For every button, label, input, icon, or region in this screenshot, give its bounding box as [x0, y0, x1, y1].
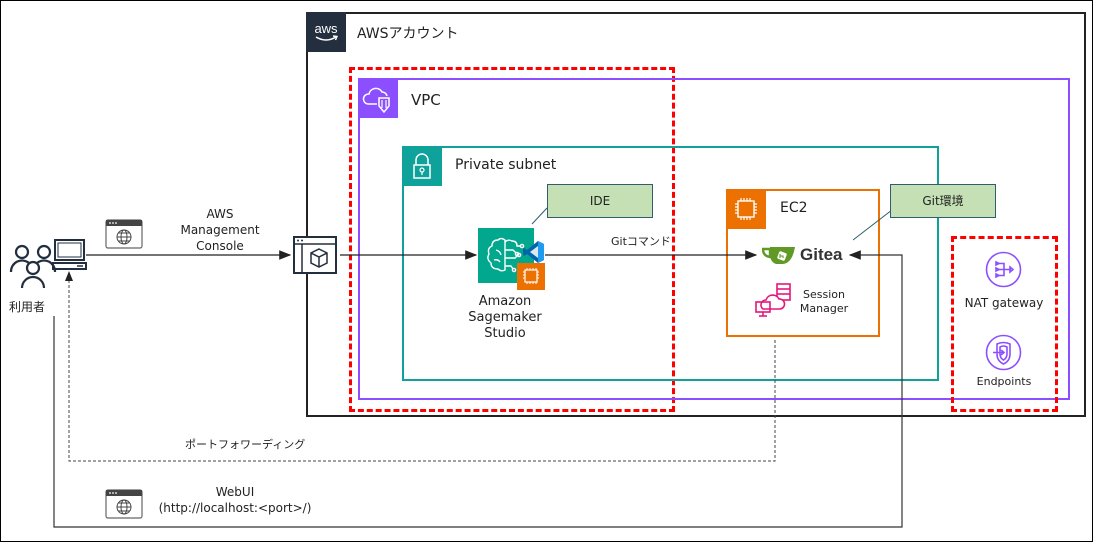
private-subnet-group	[402, 146, 939, 381]
webui-label: WebUI (http://localhost:<port>/)	[150, 484, 320, 516]
aws-logo-icon: aws	[306, 12, 346, 52]
port-forwarding-label: ポートフォワーディング	[185, 438, 306, 451]
nat-gateway-icon	[985, 251, 1022, 288]
sagemaker-label: Amazon Sagemaker Studio	[460, 294, 550, 342]
nat-gateway-label: NAT gateway	[964, 296, 1044, 310]
console-label-line-2: Management	[180, 223, 260, 237]
vpc-label: VPC	[411, 91, 441, 109]
ec2-instance-small-icon	[517, 263, 545, 290]
line-webui-path	[53, 250, 903, 528]
session-manager-label: Session Manager	[795, 288, 853, 316]
note-ide: IDE	[547, 184, 653, 218]
git-command-label: Gitコマンド	[611, 235, 671, 248]
highlight-box-network	[951, 236, 1058, 412]
note-connector-ide	[531, 207, 548, 225]
ec2-chip-icon	[726, 189, 766, 229]
computer-icon	[52, 238, 87, 271]
console-label: AWS Management Console	[165, 206, 275, 254]
gitea-teacup-icon	[761, 244, 796, 266]
ec2-group	[726, 189, 880, 337]
vscode-icon	[523, 240, 545, 264]
vpc-group	[358, 78, 1070, 400]
console-label-line-3: Console	[196, 239, 244, 253]
session-manager-label-line-2: Manager	[799, 302, 849, 315]
aws-account-group	[306, 12, 1086, 417]
browser-globe-icon-webui	[105, 489, 143, 519]
users-icon	[8, 242, 58, 292]
sagemaker-label-line-3: Studio	[484, 326, 526, 341]
aws-account-label: AWSアカウント	[357, 26, 459, 42]
line-port-forwarding	[65, 271, 776, 462]
sagemaker-label-line-1: Amazon	[478, 294, 532, 309]
browser-globe-icon	[105, 219, 143, 249]
sagemaker-label-line-2: Sagemaker	[468, 310, 542, 325]
console-endpoint-icon	[293, 236, 337, 274]
endpoints-label: Endpoints	[976, 375, 1032, 388]
note-connector-git	[852, 209, 893, 241]
console-label-line-1: AWS	[206, 207, 234, 221]
session-manager-icon	[755, 283, 795, 319]
webui-label-line-2: (http://localhost:<port>/)	[158, 501, 312, 515]
vpc-cloud-shield-icon	[358, 78, 398, 118]
private-subnet-label: Private subnet	[455, 157, 557, 173]
vpc-endpoints-icon	[985, 334, 1022, 371]
webui-label-line-1: WebUI	[215, 485, 255, 499]
svg-text:aws: aws	[314, 21, 338, 36]
user-label: 利用者	[9, 300, 46, 314]
note-git-environment: Git環境	[890, 184, 996, 218]
highlight-box-studio	[349, 67, 675, 412]
gitea-label: Gitea	[800, 245, 843, 264]
ec2-label: EC2	[780, 200, 808, 216]
padlock-icon	[402, 146, 442, 186]
session-manager-label-line-1: Session	[803, 288, 845, 301]
